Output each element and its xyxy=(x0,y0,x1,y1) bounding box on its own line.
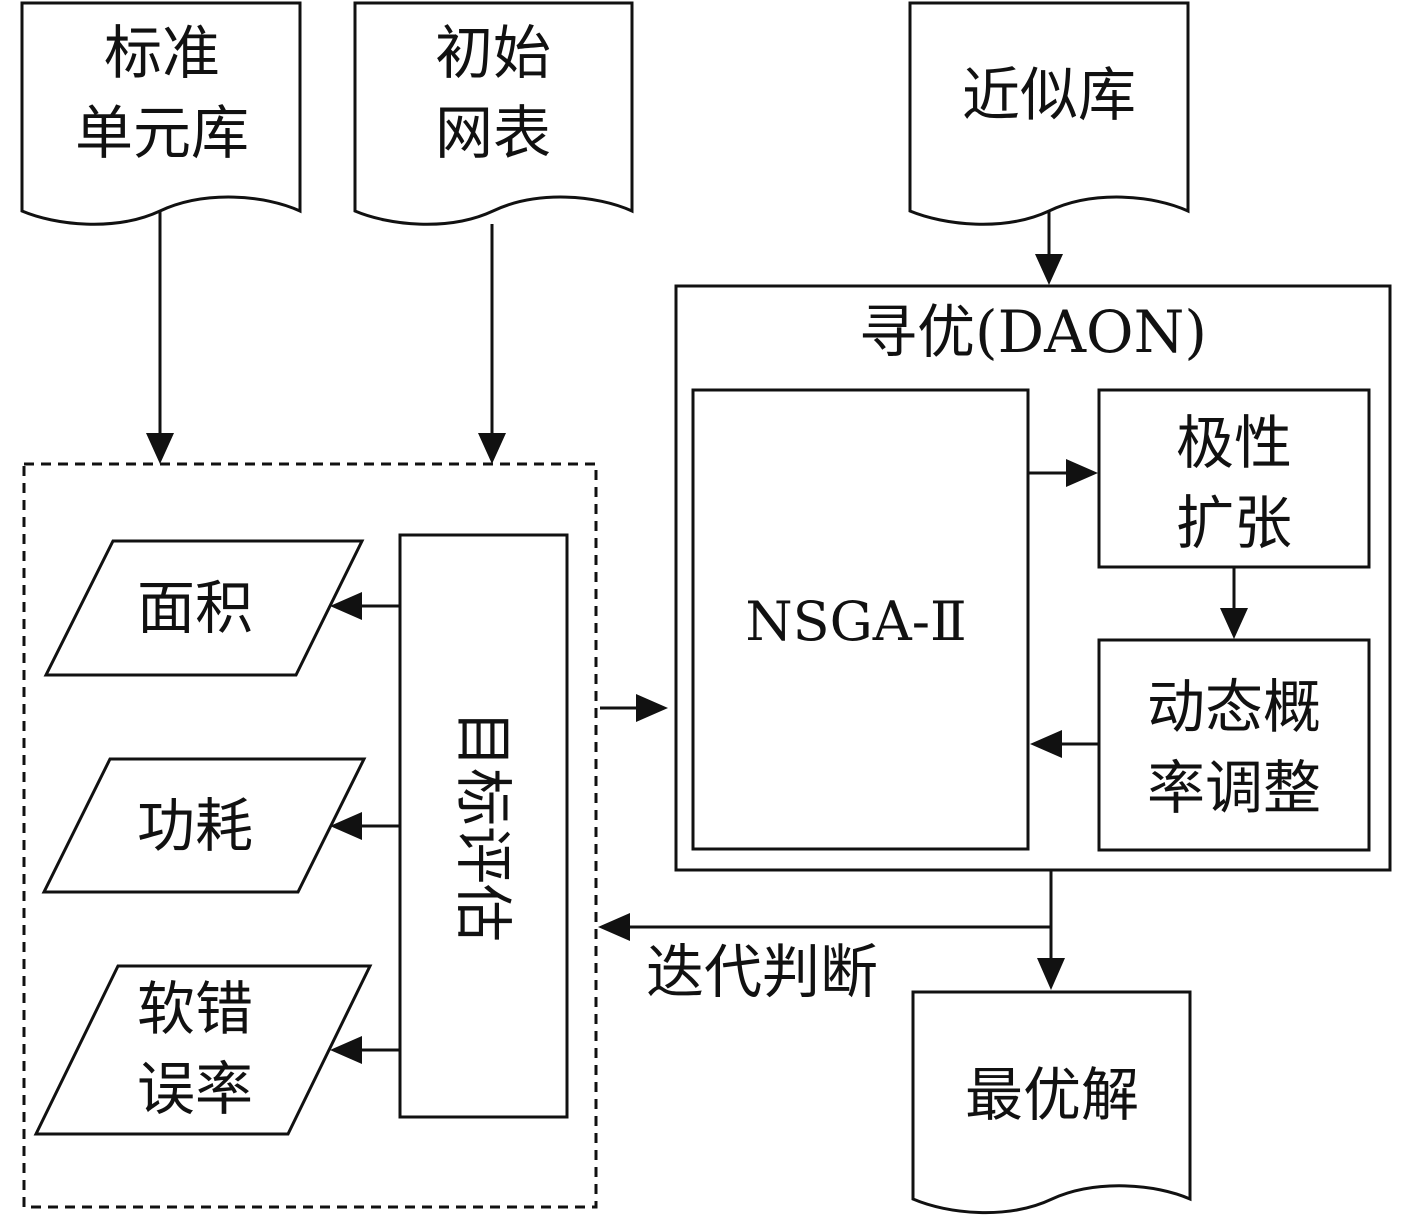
area-label: 面积 xyxy=(137,574,253,642)
arrow-head xyxy=(330,592,362,620)
initial-netlist-line1: 初始 xyxy=(435,19,551,87)
iteration-label: 迭代判断 xyxy=(646,938,878,1006)
iteration-feedback: 迭代判断 xyxy=(598,870,1065,1006)
power-output: 功耗 xyxy=(41,757,367,894)
area-output: 面积 xyxy=(43,539,365,677)
soft-error-rate-line1: 软错 xyxy=(137,975,253,1043)
arrow-head xyxy=(330,1036,362,1064)
arrow-head xyxy=(598,913,630,941)
polarity-expansion-line2: 扩张 xyxy=(1176,489,1292,557)
dynamic-probability-line1: 动态概 xyxy=(1147,673,1321,741)
power-label: 功耗 xyxy=(137,792,253,860)
soft-error-rate-output: 软错 误率 xyxy=(33,964,373,1136)
input-arrows xyxy=(146,212,1063,464)
soft-error-rate-line2: 误率 xyxy=(137,1055,253,1123)
optimization-title: 寻优(DAON) xyxy=(859,298,1207,366)
eval-to-optimization-arrow xyxy=(600,694,668,722)
standard-cell-library-line1: 标准 xyxy=(104,19,220,87)
standard-cell-library-doc: 标准 单元库 xyxy=(20,1,302,226)
arrow-head xyxy=(636,694,668,722)
approx-library-doc: 近似库 xyxy=(908,1,1190,226)
target-evaluation-label: 目标评估 xyxy=(449,710,517,942)
target-evaluation-box: 目标评估 xyxy=(398,533,569,1119)
polarity-expansion-line1: 极性 xyxy=(1176,409,1292,477)
nsga-box: NSGA-Ⅱ xyxy=(691,388,1030,851)
standard-cell-library-line2: 单元库 xyxy=(75,99,249,167)
arrow-head xyxy=(146,433,174,464)
approx-library-label: 近似库 xyxy=(962,61,1136,129)
evaluation-region xyxy=(22,462,598,1209)
initial-netlist-line2: 网表 xyxy=(435,99,551,167)
nsga-label: NSGA-Ⅱ xyxy=(745,590,966,653)
arrow-head xyxy=(1066,459,1098,487)
arrow-head xyxy=(478,433,506,464)
arrow-head xyxy=(330,812,362,840)
optimal-solution-label: 最优解 xyxy=(965,1061,1139,1129)
optimization-internal-arrows xyxy=(1029,459,1248,758)
arrow-head xyxy=(1037,958,1065,990)
arrow-head xyxy=(1035,254,1063,285)
initial-netlist-doc: 初始 网表 xyxy=(353,1,634,226)
arrow-head xyxy=(1220,608,1248,639)
dynamic-probability-line2: 率调整 xyxy=(1147,754,1321,822)
optimal-solution-doc: 最优解 xyxy=(911,990,1192,1215)
dynamic-probability-box: 动态概 率调整 xyxy=(1097,638,1371,852)
arrow-head xyxy=(1030,730,1062,758)
evaluation-arrows xyxy=(330,592,400,1064)
polarity-expansion-box: 极性 扩张 xyxy=(1097,388,1371,569)
